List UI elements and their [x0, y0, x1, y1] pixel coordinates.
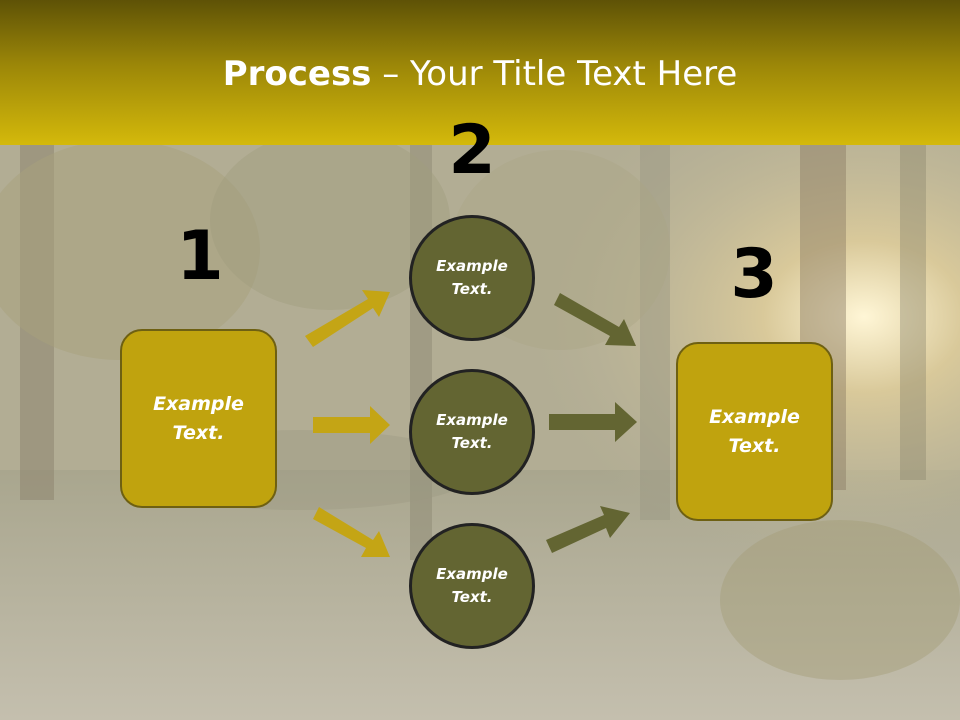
step-1-text-line1: Example: [153, 392, 244, 415]
arrow-from-middle-circle: [549, 402, 637, 442]
arrow-from-top-circle: [554, 293, 636, 346]
slide-title: Process – Your Title Text Here: [0, 52, 960, 96]
step-1-box: Example Text.: [120, 329, 277, 508]
circle-middle-text-line1: Example: [436, 411, 508, 429]
title-band: [0, 0, 960, 145]
arrow-to-top-circle: [305, 290, 390, 347]
step-number-1: 1: [176, 217, 224, 296]
circle-middle-text-line2: Text.: [451, 434, 493, 452]
step-2-circle-bottom: Example Text.: [409, 523, 535, 649]
arrow-to-bottom-circle: [313, 507, 390, 557]
step-2-circle-middle: Example Text.: [409, 369, 535, 495]
circle-bottom-text-line2: Text.: [451, 588, 493, 606]
arrow-from-bottom-circle: [546, 506, 630, 553]
title-rest: – Your Title Text Here: [371, 54, 738, 94]
step-3-box: Example Text.: [676, 342, 833, 521]
circle-top-text-line1: Example: [436, 257, 508, 275]
step-number-2: 2: [448, 111, 496, 190]
step-3-text-line2: Text.: [728, 434, 781, 457]
arrow-to-middle-circle: [313, 406, 390, 444]
title-bold: Process: [222, 54, 372, 94]
circle-top-text-line2: Text.: [451, 280, 493, 298]
step-number-3: 3: [730, 235, 778, 314]
step-1-text-line2: Text.: [172, 421, 225, 444]
circle-bottom-text-line1: Example: [436, 565, 508, 583]
step-3-text-line1: Example: [709, 405, 800, 428]
step-2-circle-top: Example Text.: [409, 215, 535, 341]
